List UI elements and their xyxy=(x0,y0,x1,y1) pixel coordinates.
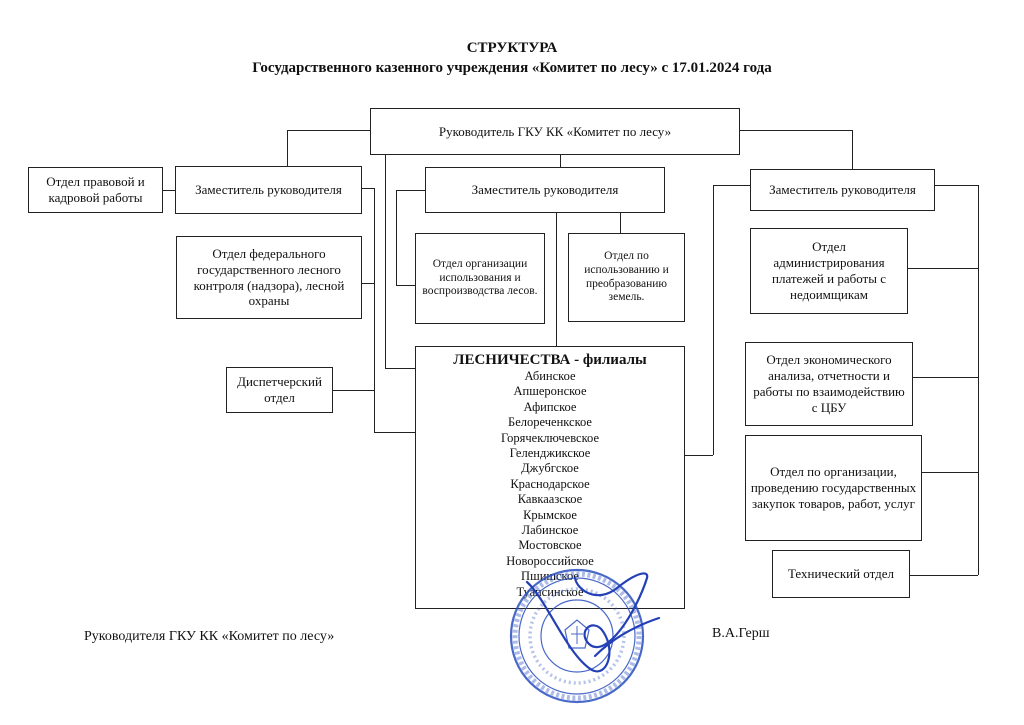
document-subtitle: Государственного казенного учреждения «К… xyxy=(252,60,772,76)
forestry-item: Абинское xyxy=(524,369,576,383)
forestry-item: Горячеключевское xyxy=(501,430,599,445)
forestry-item: Мостовское xyxy=(518,538,582,553)
deputy-1-box: Заместитель руководителя xyxy=(175,166,362,214)
forestry-item: Краснодарское xyxy=(510,476,590,491)
deputy-3-box: Заместитель руководителя xyxy=(750,169,935,211)
forestry-item: Апшеронское xyxy=(513,384,587,399)
official-seal-stamp xyxy=(509,568,661,704)
forestry-item: Лабинское xyxy=(521,523,579,538)
signer-position: Руководителя ГКУ КК «Комитет по лесу» xyxy=(84,629,335,644)
forestry-item: Новороссийское xyxy=(506,553,594,568)
forestry-item: Крымское xyxy=(523,507,577,522)
forestry-item: Геленджикское xyxy=(509,446,591,461)
technical-box: Технический отдел xyxy=(772,550,910,598)
land-use-box: Отдел по использованию и преобразованию … xyxy=(568,233,685,322)
forestries-title: ЛЕСНИЧЕСТВА - филиалы xyxy=(453,352,647,368)
forest-use-box: Отдел организации использования и воспро… xyxy=(415,233,545,324)
forestry-item: Кавкаазское xyxy=(517,492,583,507)
dispatch-box: Диспетчерский отдел xyxy=(226,367,333,413)
signer-name: В.А.Герш xyxy=(712,626,770,641)
federal-control-box: Отдел федерального государственного лесн… xyxy=(176,236,362,319)
forestry-item: Джубгское xyxy=(521,461,579,476)
economics-box: Отдел экономического анализа, отчетности… xyxy=(745,342,913,426)
document-title: СТРУКТУРА xyxy=(466,40,558,56)
payments-admin-box: Отдел администрирования платежей и работ… xyxy=(750,228,908,314)
head-box: Руководитель ГКУ КК «Комитет по лесу» xyxy=(370,108,740,155)
legal-dept-box: Отдел правовой и кадровой работы xyxy=(28,167,163,213)
deputy-2-box: Заместитель руководителя xyxy=(425,167,665,213)
forestry-item: Афипское xyxy=(523,399,577,414)
forestry-item: Белореченкское xyxy=(508,415,592,430)
signature-icon xyxy=(525,572,661,673)
procurement-box: Отдел по организации, проведению государ… xyxy=(745,435,922,541)
